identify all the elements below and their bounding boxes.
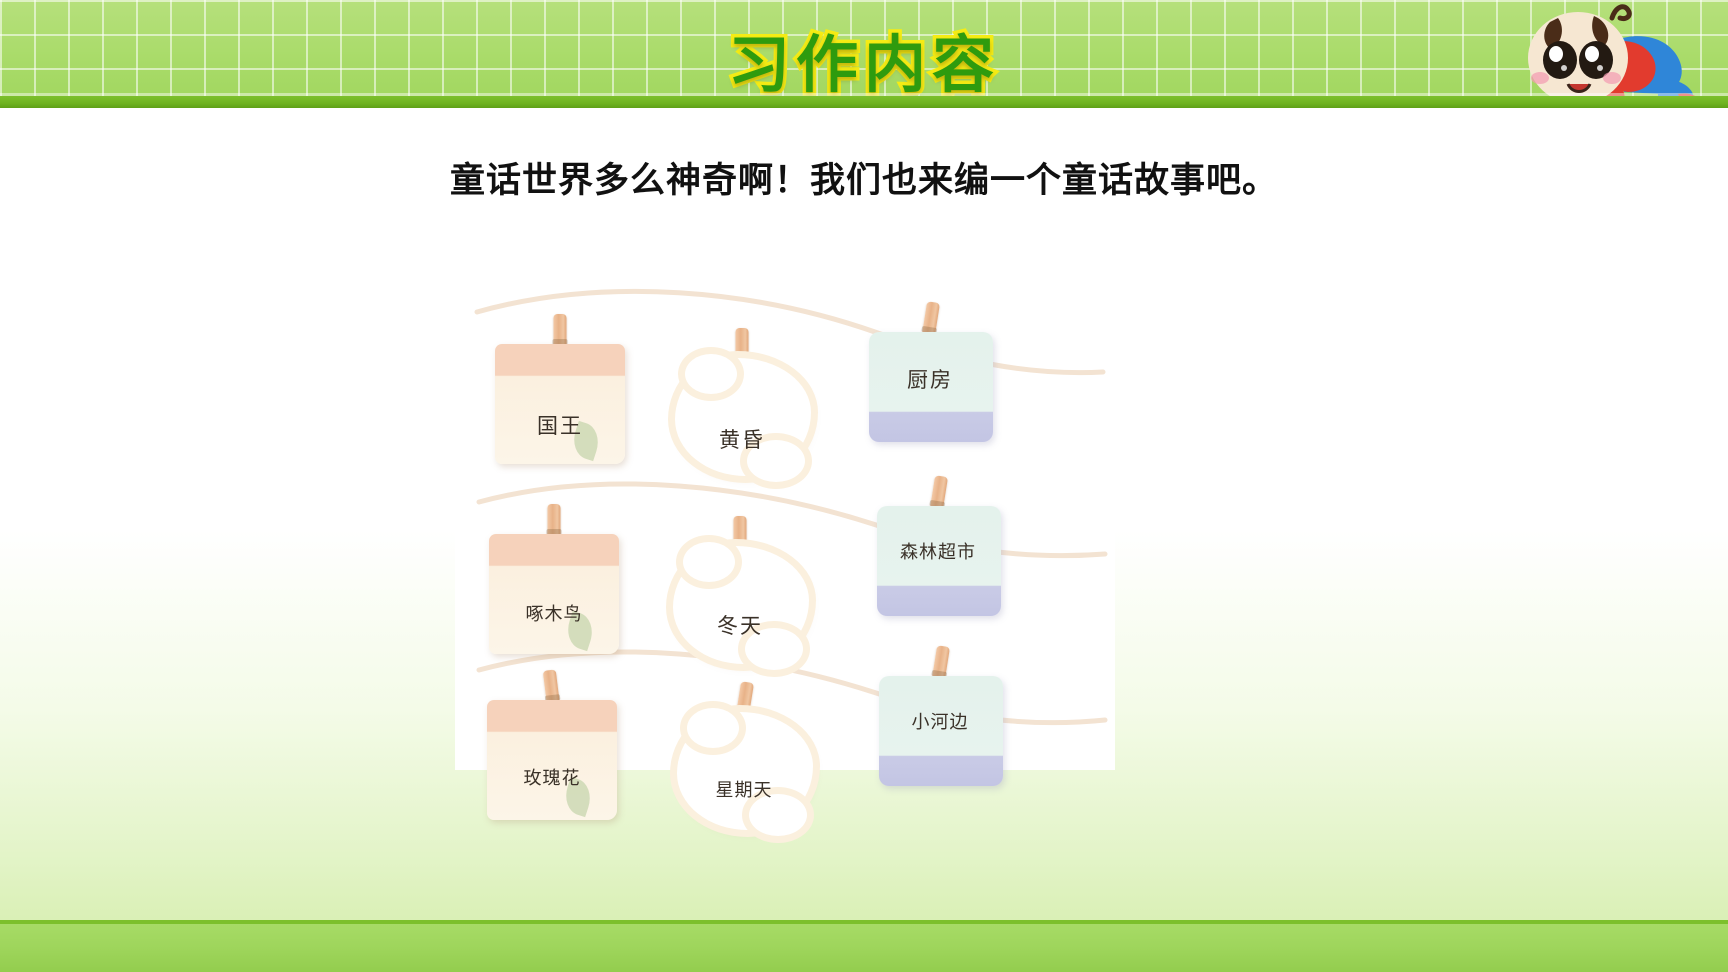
card-face (675, 354, 811, 482)
lead-prompt-text: 童话世界多么神奇啊！我们也来编一个童话故事吧。 (449, 161, 1278, 201)
card-face (489, 534, 619, 654)
word-card-board: 国王 黄昏 厨房 啄木鸟 (455, 280, 1115, 836)
header-divider (0, 96, 1728, 108)
card-face (495, 344, 625, 464)
leaf-icon (562, 610, 598, 652)
card-face (673, 542, 809, 670)
content-stage: 童话世界多么神奇啊！我们也来编一个童话故事吧。 国王 黄昏 (0, 108, 1728, 920)
leaf-icon (560, 776, 596, 818)
card-face (487, 700, 617, 820)
panda-baby-mascot (1520, 0, 1706, 108)
card-face (677, 708, 813, 836)
card-face (877, 506, 1001, 616)
footer-divider (0, 920, 1728, 924)
header-highlight-line (0, 93, 1728, 96)
page-title: 习作内容 (724, 25, 1000, 105)
card-face (879, 676, 1003, 786)
page-footer (0, 920, 1728, 972)
leaf-icon (568, 420, 604, 462)
card-grid: 国王 黄昏 厨房 啄木鸟 (455, 280, 1115, 836)
page-header: 习作内容 (0, 0, 1728, 108)
card-face (869, 332, 993, 442)
